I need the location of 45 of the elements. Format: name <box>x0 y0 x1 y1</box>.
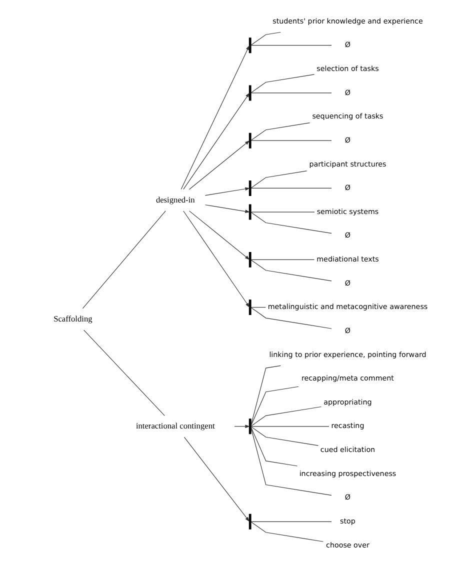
connector <box>250 212 332 234</box>
node-text: Scaffolding <box>54 314 92 324</box>
node-bar <box>248 132 252 148</box>
connector <box>250 406 322 426</box>
node-text: interactional contingent <box>136 422 215 431</box>
connector <box>84 330 165 416</box>
connector <box>82 210 166 309</box>
connector <box>250 259 315 260</box>
connector <box>250 386 299 426</box>
connector <box>250 32 281 46</box>
connector <box>250 140 332 141</box>
node-bar <box>248 514 252 530</box>
connector <box>250 522 324 542</box>
arrow <box>188 210 250 260</box>
connector <box>250 426 330 427</box>
connector <box>250 122 310 141</box>
arrow <box>184 436 250 522</box>
node-bar <box>248 204 252 220</box>
arrow <box>188 140 250 190</box>
connector <box>250 74 315 93</box>
arrow <box>183 92 250 190</box>
arrow <box>183 210 250 308</box>
connector <box>250 426 298 466</box>
node-bar <box>248 300 252 316</box>
node-bar <box>248 252 252 268</box>
node-bar <box>248 180 252 196</box>
connector <box>250 426 319 446</box>
arrow <box>204 187 250 196</box>
connector <box>250 521 332 522</box>
node-bar <box>248 38 252 54</box>
connector <box>250 260 332 282</box>
connector <box>250 307 266 308</box>
arrow <box>204 204 250 214</box>
node-text: designed-in <box>156 195 195 204</box>
connector <box>250 365 281 426</box>
connector <box>250 427 332 496</box>
arrow <box>180 45 250 190</box>
arrow <box>234 424 250 428</box>
node-bar <box>248 85 252 101</box>
node-bar <box>248 418 252 434</box>
connector <box>250 307 332 329</box>
connector <box>250 170 308 188</box>
connector <box>250 92 332 94</box>
connector <box>250 188 332 189</box>
connector <box>250 45 332 46</box>
